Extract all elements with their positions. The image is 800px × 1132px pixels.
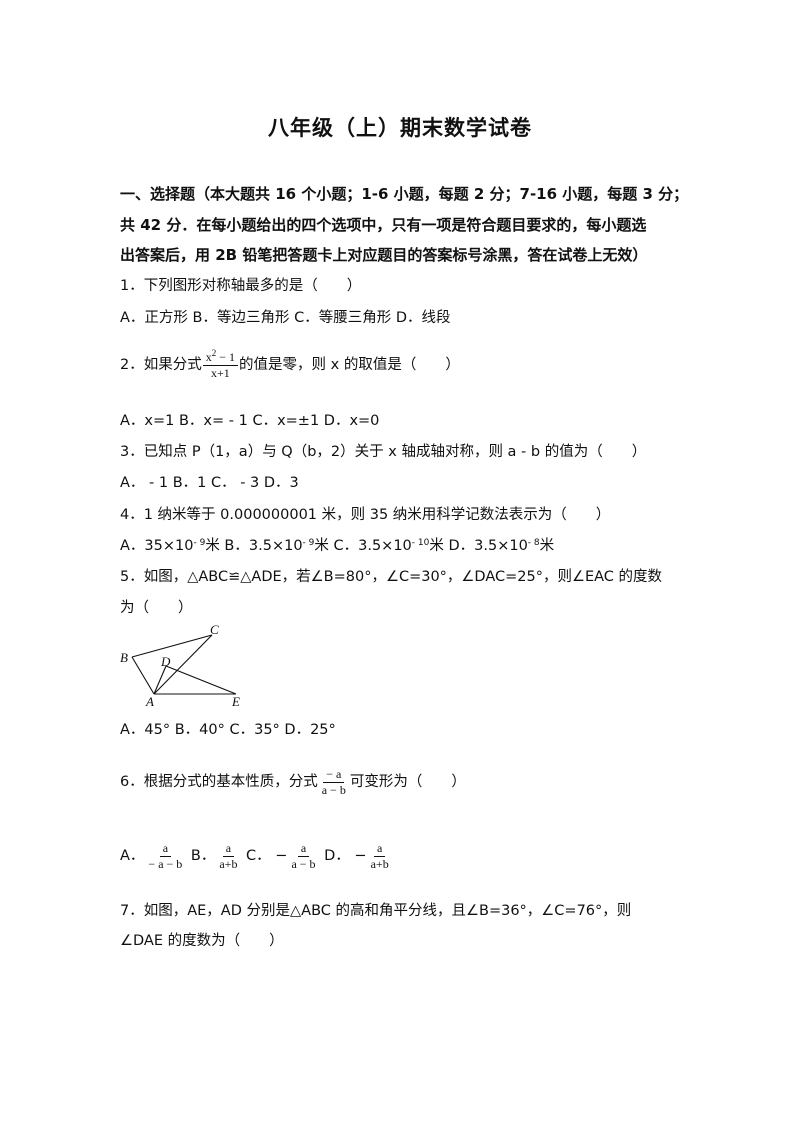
question-3-options: A． - 1 B．1 C． - 3 D．3 xyxy=(120,475,299,491)
page-title: 八年级（上）期末数学试卷 xyxy=(268,116,532,140)
label-e: E xyxy=(231,694,240,708)
q4-option-d-unit: 米 xyxy=(539,538,555,554)
q6-option-c-label: C． − xyxy=(241,848,288,865)
q4-option-a-exponent: - 9 xyxy=(193,538,206,548)
question-2-prefix: 2．如果分式 xyxy=(120,357,202,374)
fraction-numerator: a xyxy=(373,842,386,857)
fraction-denominator: x+1 xyxy=(210,365,230,380)
q4-option-d: 米 D．3.5×10 xyxy=(429,538,528,554)
question-4-options: A．35×10- 9米 B．3.5×10- 9米 C．3.5×10- 10米 D… xyxy=(120,539,554,554)
question-4-stem: 4．1 纳米等于 0.000000001 米，则 35 纳米用科学记数法表示为（… xyxy=(120,507,611,523)
label-c: C xyxy=(210,622,219,637)
triangle-figure: B C D A E xyxy=(120,622,240,708)
segment-ad xyxy=(153,665,167,695)
section-header-line-1: 一、选择题（本大题共 16 个小题；1-6 小题，每题 2 分；7-16 小题，… xyxy=(120,185,689,203)
question-5-stem-line-2: 为（ ） xyxy=(120,600,193,616)
question-2-suffix: 的值是零，则 x 的取值是（ ） xyxy=(239,357,460,374)
section-header-line-2: 共 42 分．在每小题给出的四个选项中，只有一项是符合题目要求的，每小题选 xyxy=(120,216,647,234)
fraction-denominator: − a − b xyxy=(148,856,183,871)
question-6-prefix: 6．根据分式的基本性质，分式 xyxy=(120,774,318,791)
question-3-stem: 3．已知点 P（1，a）与 Q（b，2）关于 x 轴成轴对称，则 a - b 的… xyxy=(120,444,647,460)
fraction-numerator: − a xyxy=(323,768,345,783)
fraction-denominator: a − b xyxy=(321,782,346,797)
label-a: A xyxy=(145,694,154,708)
fraction-numerator: a xyxy=(159,842,172,857)
fraction-numerator-exponent: 2 xyxy=(211,348,217,358)
question-2-options: A．x=1 B．x= - 1 C．x=±1 D．x=0 xyxy=(120,413,380,429)
q4-option-a: A．35×10 xyxy=(120,538,194,554)
label-b: B xyxy=(120,650,128,665)
fraction-numerator-base: x xyxy=(205,350,212,364)
fraction-denominator: a+b xyxy=(370,856,389,871)
question-7-stem-line-2: ∠DAE 的度数为（ ） xyxy=(120,933,284,949)
fraction-denominator: a+b xyxy=(219,856,238,871)
q6-option-d-label: D． − xyxy=(319,848,367,865)
segment-ac xyxy=(153,634,213,695)
question-1-options: A．正方形 B．等边三角形 C．等腰三角形 D．线段 xyxy=(120,310,451,326)
fraction-numerator: a xyxy=(222,842,235,857)
question-1-stem: 1．下列图形对称轴最多的是（ ） xyxy=(120,278,362,294)
q6-option-a-label: A． xyxy=(120,848,145,865)
q6-option-a-fraction: a− a − b xyxy=(145,842,185,870)
q6-option-b-label: B． xyxy=(186,848,216,865)
q4-option-d-exponent: - 8 xyxy=(527,538,540,548)
question-7-stem-line-1: 7．如图，AE，AD 分别是△ABC 的高和角平分线，且∠B=36°，∠C=76… xyxy=(120,903,632,919)
question-5-stem-line-1: 5．如图，△ABC≌△ADE，若∠B=80°，∠C=30°，∠DAC=25°，则… xyxy=(120,569,663,585)
q4-option-b-exponent: - 9 xyxy=(302,538,315,548)
fraction-numerator-rest: − 1 xyxy=(216,350,236,364)
label-d: D xyxy=(160,654,171,669)
segment-ba xyxy=(131,656,155,695)
q4-option-b: 米 B．3.5×10 xyxy=(205,538,303,554)
q4-option-c-exponent: - 10 xyxy=(411,538,430,548)
question-5-options: A．45° B．40° C．35° D．25° xyxy=(120,722,336,738)
segment-de xyxy=(165,665,237,695)
fraction-denominator: a − b xyxy=(291,856,316,871)
q4-option-c: 米 C．3.5×10 xyxy=(314,538,412,554)
question-6-suffix: 可变形为（ ） xyxy=(349,774,466,791)
fraction-numerator: a xyxy=(297,842,310,857)
segment-bc xyxy=(131,634,213,658)
section-header-line-3: 出答案后，用 2B 铅笔把答题卡上对应题目的答案标号涂黑，答在试卷上无效） xyxy=(120,246,648,264)
